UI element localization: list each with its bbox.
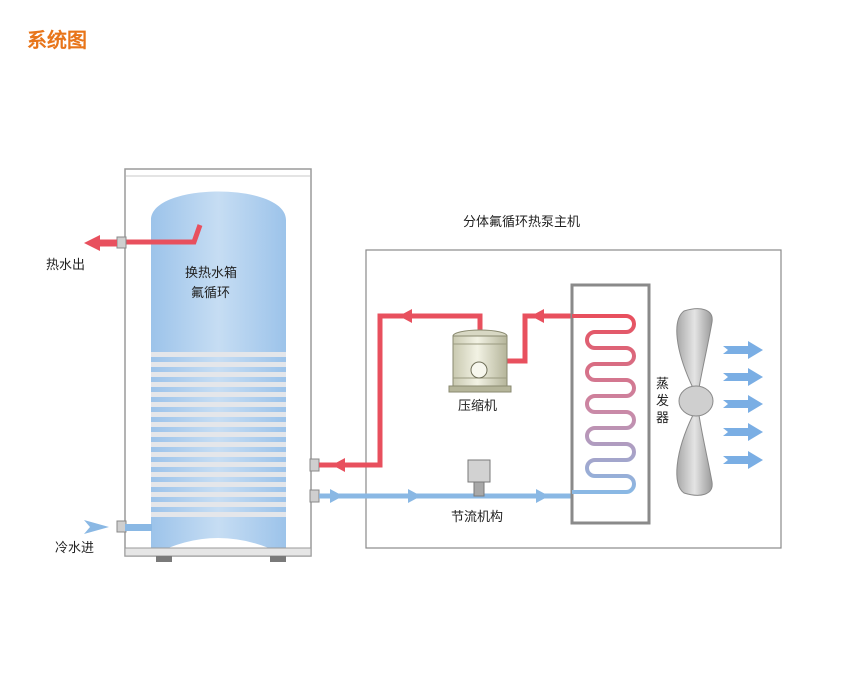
coil-band	[151, 452, 286, 457]
airflow-arrows	[723, 341, 763, 469]
tank-base	[124, 547, 312, 557]
tank-foot-left	[156, 556, 172, 562]
evaporator-label-2: 发	[656, 393, 669, 409]
cold-line-arrow-1	[330, 489, 343, 503]
evaporator-label-3: 器	[656, 411, 669, 426]
cold-in-arrow	[84, 520, 109, 534]
fan	[676, 308, 714, 496]
throttle-valve	[467, 459, 491, 497]
coil-band	[151, 502, 286, 507]
heat-exchange-coil-bands	[151, 352, 286, 517]
hot-refrigerant-line	[319, 313, 572, 468]
airflow-arrow	[723, 423, 763, 441]
hot-water-outlet	[84, 224, 203, 251]
coil-band	[151, 512, 286, 517]
cold-line-arrow-2	[408, 489, 421, 503]
cold-water-inlet	[84, 520, 152, 534]
coil-band	[151, 472, 286, 477]
coil-band	[151, 482, 286, 487]
host-unit-label: 分体氟循环热泵主机	[463, 215, 580, 230]
throttle-label: 节流机构	[451, 510, 503, 525]
airflow-arrow	[723, 451, 763, 469]
fan-hub	[678, 385, 714, 417]
airflow-arrow	[723, 368, 763, 386]
coil-band	[151, 432, 286, 437]
water-tank	[124, 168, 312, 562]
tank-label-line1: 换热水箱	[185, 265, 237, 281]
hot-out-arrow	[84, 235, 100, 251]
evaporator-frame	[570, 283, 651, 525]
tank-foot-right	[270, 556, 286, 562]
coil-band	[151, 372, 286, 377]
tank-label-line2: 氟循环	[191, 286, 230, 301]
evaporator-coil	[585, 314, 636, 494]
coil-band	[151, 442, 286, 447]
coil-band	[151, 362, 286, 367]
coil-band	[151, 392, 286, 397]
airflow-arrow	[723, 395, 763, 413]
hot-line-arrow-2	[399, 309, 412, 323]
compressor	[448, 329, 512, 393]
compressor-window	[470, 361, 488, 379]
coil-band	[151, 402, 286, 407]
coil-band	[151, 352, 286, 357]
fan-blade-bottom	[676, 414, 713, 496]
hot-line-arrow-1	[531, 309, 544, 323]
host-unit-frame	[365, 249, 782, 549]
tank-connector-hot	[309, 458, 320, 472]
cold-water-in-label: 冷水进	[55, 541, 94, 556]
hot-line-arrow-3	[332, 458, 345, 472]
evaporator	[570, 283, 651, 525]
hot-water-out-label: 热水出	[46, 258, 85, 273]
coil-band	[151, 382, 286, 387]
coil-band	[151, 492, 286, 497]
compressor-label: 压缩机	[458, 398, 497, 414]
cold-line-arrow-3	[536, 489, 549, 503]
coil-band	[151, 422, 286, 427]
tank-connector-cold	[309, 489, 320, 503]
coil-band	[151, 462, 286, 467]
airflow-arrow	[723, 341, 763, 359]
fan-blade-top	[676, 308, 713, 389]
coil-band	[151, 412, 286, 417]
page-title: 系统图	[27, 28, 87, 52]
evaporator-label-1: 蒸	[656, 377, 669, 392]
